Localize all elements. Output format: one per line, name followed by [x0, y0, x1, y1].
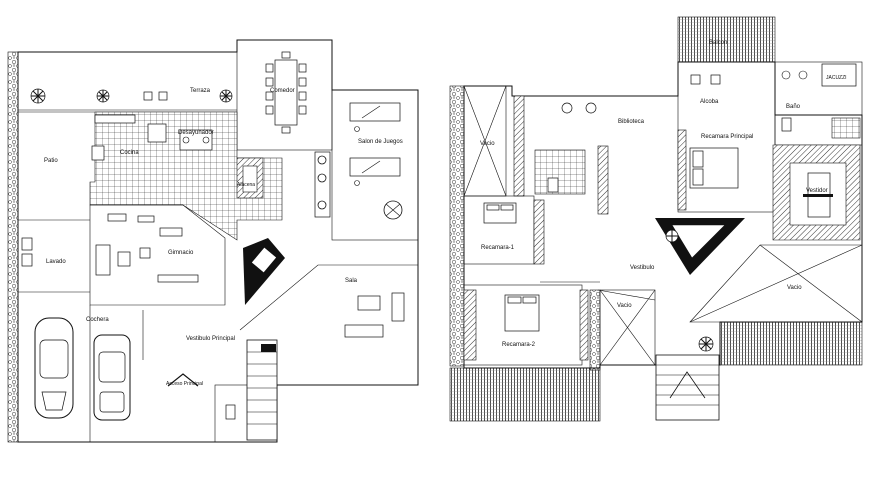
room-label-vestibulo: Vestibulo — [630, 265, 655, 271]
plant-icon — [96, 89, 110, 103]
room-label-cochera: Cochera — [86, 317, 109, 323]
kitchen-counter — [94, 114, 136, 124]
stair-icon — [246, 339, 278, 441]
dryer — [21, 253, 33, 267]
room-label-gimnacio: Gimnacio — [168, 250, 194, 256]
room-label-lavado: Lavado — [46, 259, 66, 265]
jacuzzi — [821, 63, 857, 87]
room-label-vacio-right: Vacio — [787, 285, 802, 291]
ground-outer-wall — [17, 39, 419, 443]
car-icon — [34, 317, 74, 419]
kitchen-island — [147, 123, 167, 143]
roof-tiles — [719, 321, 863, 366]
plant-icon — [219, 89, 233, 103]
sofa — [344, 324, 384, 338]
room-label-alcoba: Alcoba — [700, 99, 719, 105]
pool-table — [349, 102, 401, 122]
room-label-alacena: Alacena — [237, 182, 255, 188]
room-label-balcon: Balcon — [709, 40, 727, 46]
room-label-recamara-1: Recamara-1 — [481, 245, 515, 251]
room-label-vestidor: Vestidor — [806, 188, 828, 194]
terrace-chair — [158, 91, 168, 101]
room-label-recamara-principal: Recamara Principal — [701, 134, 753, 140]
stone-strip — [7, 51, 19, 443]
room-label-patio: Patio — [44, 158, 58, 164]
round-table-icon — [383, 200, 403, 220]
room-label-jacuzzi: JACUZZI — [826, 75, 847, 81]
plant-icon — [30, 88, 46, 104]
roof-tiles — [449, 367, 601, 422]
room-label-salon-juegos: Salon de Juegos — [358, 139, 403, 145]
room-label-desayunador: Desayunador — [178, 130, 214, 136]
ground-floor-plan: Terraza Comedor Desayunador Cocina Patio… — [7, 39, 419, 443]
car-icon — [93, 334, 131, 421]
coffee-table — [357, 295, 381, 311]
entry-arrow-icon — [167, 373, 199, 387]
sink — [91, 145, 105, 161]
pool-table — [349, 157, 401, 177]
room-label-terraza: Terraza — [190, 88, 211, 94]
breakfast-table — [179, 129, 213, 151]
room-label-biblioteca: Biblioteca — [618, 119, 645, 125]
room-label-acceso-principal: Acceso Principal — [166, 381, 203, 387]
room-label-comedor: Comedor — [270, 88, 295, 94]
toilet — [547, 177, 559, 193]
stair-icon — [655, 354, 720, 421]
room-label-vacio-center: Vacio — [617, 303, 632, 309]
toilet — [781, 117, 792, 132]
upper-floor-plan: Balcon Alcoba Baño JACUZZI Biblioteca Re… — [449, 16, 863, 422]
gym-bench — [107, 213, 127, 222]
room-label-vacio-left: Vacio — [480, 141, 495, 147]
room-label-vestibulo-principal: Vestibulo Principal — [186, 336, 235, 342]
room-label-sala: Sala — [345, 278, 358, 284]
plant-icon — [698, 336, 714, 352]
plant-icon — [665, 229, 679, 243]
room-label-bano: Baño — [786, 104, 801, 110]
dining-table — [274, 59, 298, 126]
toilet — [225, 404, 236, 420]
washer — [21, 237, 33, 251]
terrace-chair — [143, 91, 153, 101]
room-label-recamara-2: Recamara-2 — [502, 342, 536, 348]
tiled-bath-floor — [534, 149, 586, 195]
balcony-roof — [677, 16, 776, 63]
chair-pair — [690, 74, 721, 85]
chair-pair — [561, 102, 597, 114]
armchair — [391, 292, 405, 322]
room-label-cocina: Cocina — [120, 150, 139, 156]
tiled-kitchen-floor — [89, 111, 283, 241]
planter — [314, 151, 331, 218]
